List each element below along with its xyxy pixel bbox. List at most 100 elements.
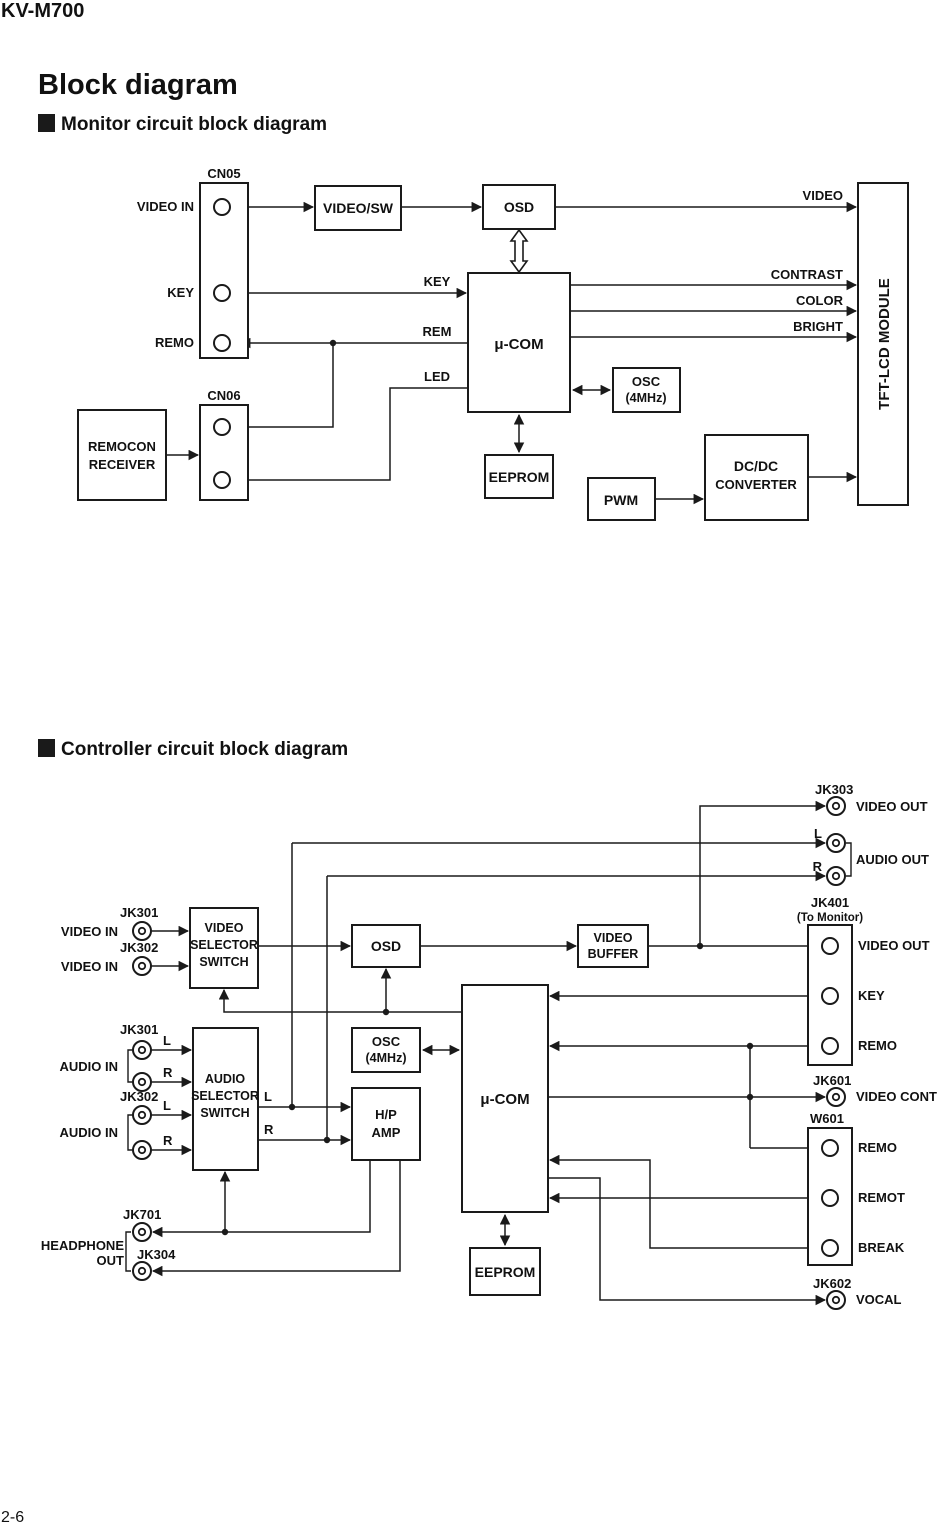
connector-pin — [213, 198, 231, 216]
wire — [218, 988, 462, 1013]
block-label: AMP — [372, 1125, 401, 1140]
connector-cn06: CN06 — [199, 388, 249, 501]
rca-jack — [826, 866, 846, 886]
rca-jack — [132, 956, 152, 976]
connector-pin — [213, 418, 231, 436]
group-bracket — [127, 1049, 133, 1083]
signal-label-remo: REMO — [858, 1140, 897, 1155]
rca-jack — [132, 921, 152, 941]
block-box — [469, 1247, 541, 1296]
block-box — [314, 185, 402, 231]
block-osc: OSC (4MHz) — [612, 367, 681, 413]
rca-jack-center — [831, 801, 841, 811]
jack-label: JK601 — [813, 1073, 851, 1088]
signal-label-key: KEY — [424, 274, 451, 289]
input-label-video-in: VIDEO IN — [61, 959, 118, 974]
controller-diagram: JK303 VIDEO OUT L R AUDIO OUT JK301 VIDE… — [41, 782, 937, 1310]
block-osd: OSD — [482, 184, 556, 230]
connector-pin — [821, 1189, 839, 1207]
block-box — [461, 984, 549, 1213]
block-label: TFT-LCD MODULE — [876, 278, 893, 410]
block-hp-amp: H/P AMP — [351, 1087, 421, 1161]
jack-jk601: JK601 VIDEO CONT — [813, 1073, 937, 1107]
block-box — [351, 1027, 421, 1073]
block-box — [484, 454, 554, 499]
signal-label-rem: REM — [423, 324, 452, 339]
connector-label: CN05 — [207, 166, 240, 181]
connector-jk401: JK401 (To Monitor) VIDEO OUT KEY REMO — [797, 895, 930, 1066]
block-label: REMOCON — [88, 439, 156, 454]
rca-jack-center — [137, 1045, 147, 1055]
connector-cn05: CN05 — [199, 166, 249, 359]
block-video-buffer: VIDEO BUFFER — [577, 924, 649, 968]
rca-jack — [826, 833, 846, 853]
jack-label: JK301 — [120, 905, 158, 920]
rca-jack-center — [137, 1227, 147, 1237]
wire — [151, 1160, 371, 1238]
block-tft-lcd-module: TFT-LCD MODULE — [857, 182, 909, 506]
block-video-sw: VIDEO/SW — [314, 185, 402, 231]
block-label: SWITCH — [200, 1106, 249, 1120]
block-box — [192, 1027, 259, 1171]
block-label: (4MHz) — [366, 1051, 407, 1065]
signal-label-bright: BRIGHT — [793, 319, 843, 334]
jack-headphone-out: JK701 JK304 HEADPHONE OUT — [41, 1207, 176, 1281]
block-label: VIDEO/SW — [323, 200, 394, 216]
input-label-video-in: VIDEO IN — [137, 199, 194, 214]
connector-w601: W601 REMO REMOT BREAK — [807, 1111, 905, 1266]
group-bracket — [127, 1114, 133, 1151]
rca-jack — [132, 1105, 152, 1125]
input-label-video-in: VIDEO IN — [61, 924, 118, 939]
jack-label: JK701 — [123, 1207, 161, 1222]
block-osc-controller: OSC (4MHz) — [351, 1027, 421, 1073]
jack-label: JK304 — [137, 1247, 176, 1262]
channel-label-l: L — [163, 1033, 171, 1048]
block-label: H/P — [375, 1107, 397, 1122]
channel-label-l: L — [163, 1098, 171, 1113]
rca-jack-center — [137, 1077, 147, 1087]
jack-label: JK302 — [120, 940, 158, 955]
channel-label-r: R — [163, 1133, 173, 1148]
channel-label-r: R — [163, 1065, 173, 1080]
page-number: 2-6 — [1, 1509, 24, 1526]
signal-label-video-out: VIDEO OUT — [858, 938, 930, 953]
block-box — [577, 924, 649, 968]
connector-pin — [821, 1037, 839, 1055]
junction-dot — [746, 1042, 754, 1050]
section-square-icon — [38, 739, 55, 757]
signal-label-color: COLOR — [796, 293, 844, 308]
block-label: CONVERTER — [715, 477, 797, 492]
signal-label-video-out: VIDEO OUT — [856, 799, 928, 814]
double-arrow — [509, 228, 529, 274]
block-remocon-receiver: REMOCON RECEIVER — [77, 409, 167, 501]
connector-pin — [821, 1139, 839, 1157]
block-eeprom-controller: EEPROM — [469, 1247, 541, 1296]
jack-jk303: JK303 VIDEO OUT — [815, 782, 928, 816]
block-label: EEPROM — [475, 1264, 536, 1280]
block-box — [77, 409, 167, 501]
channel-label-r: R — [813, 859, 823, 874]
connector-pin — [821, 987, 839, 1005]
connector-pin — [213, 284, 231, 302]
input-label-key: KEY — [167, 285, 194, 300]
group-bracket — [125, 1231, 131, 1272]
block-dcdc-converter: DC/DC CONVERTER — [704, 434, 809, 521]
block-box — [351, 924, 421, 968]
block-label: SWITCH — [199, 955, 248, 969]
block-label: OSC — [632, 374, 661, 389]
group-bracket — [846, 842, 852, 877]
block-box — [704, 434, 809, 521]
block-label: (4MHz) — [626, 391, 667, 405]
block-label: OSD — [371, 938, 401, 954]
input-label-remo: REMO — [155, 335, 194, 350]
junction-dot — [382, 1008, 390, 1016]
rca-jack-center — [831, 838, 841, 848]
jack-label: JK602 — [813, 1276, 851, 1291]
block-box — [467, 272, 571, 413]
jack-video-in-2: JK302 VIDEO IN — [61, 940, 158, 976]
block-video-selector-switch: VIDEO SELECTOR SWITCH — [189, 907, 259, 989]
signal-label-led: LED — [424, 369, 450, 384]
channel-label-l: L — [814, 826, 822, 841]
block-ucom-controller: μ-COM — [461, 984, 549, 1213]
